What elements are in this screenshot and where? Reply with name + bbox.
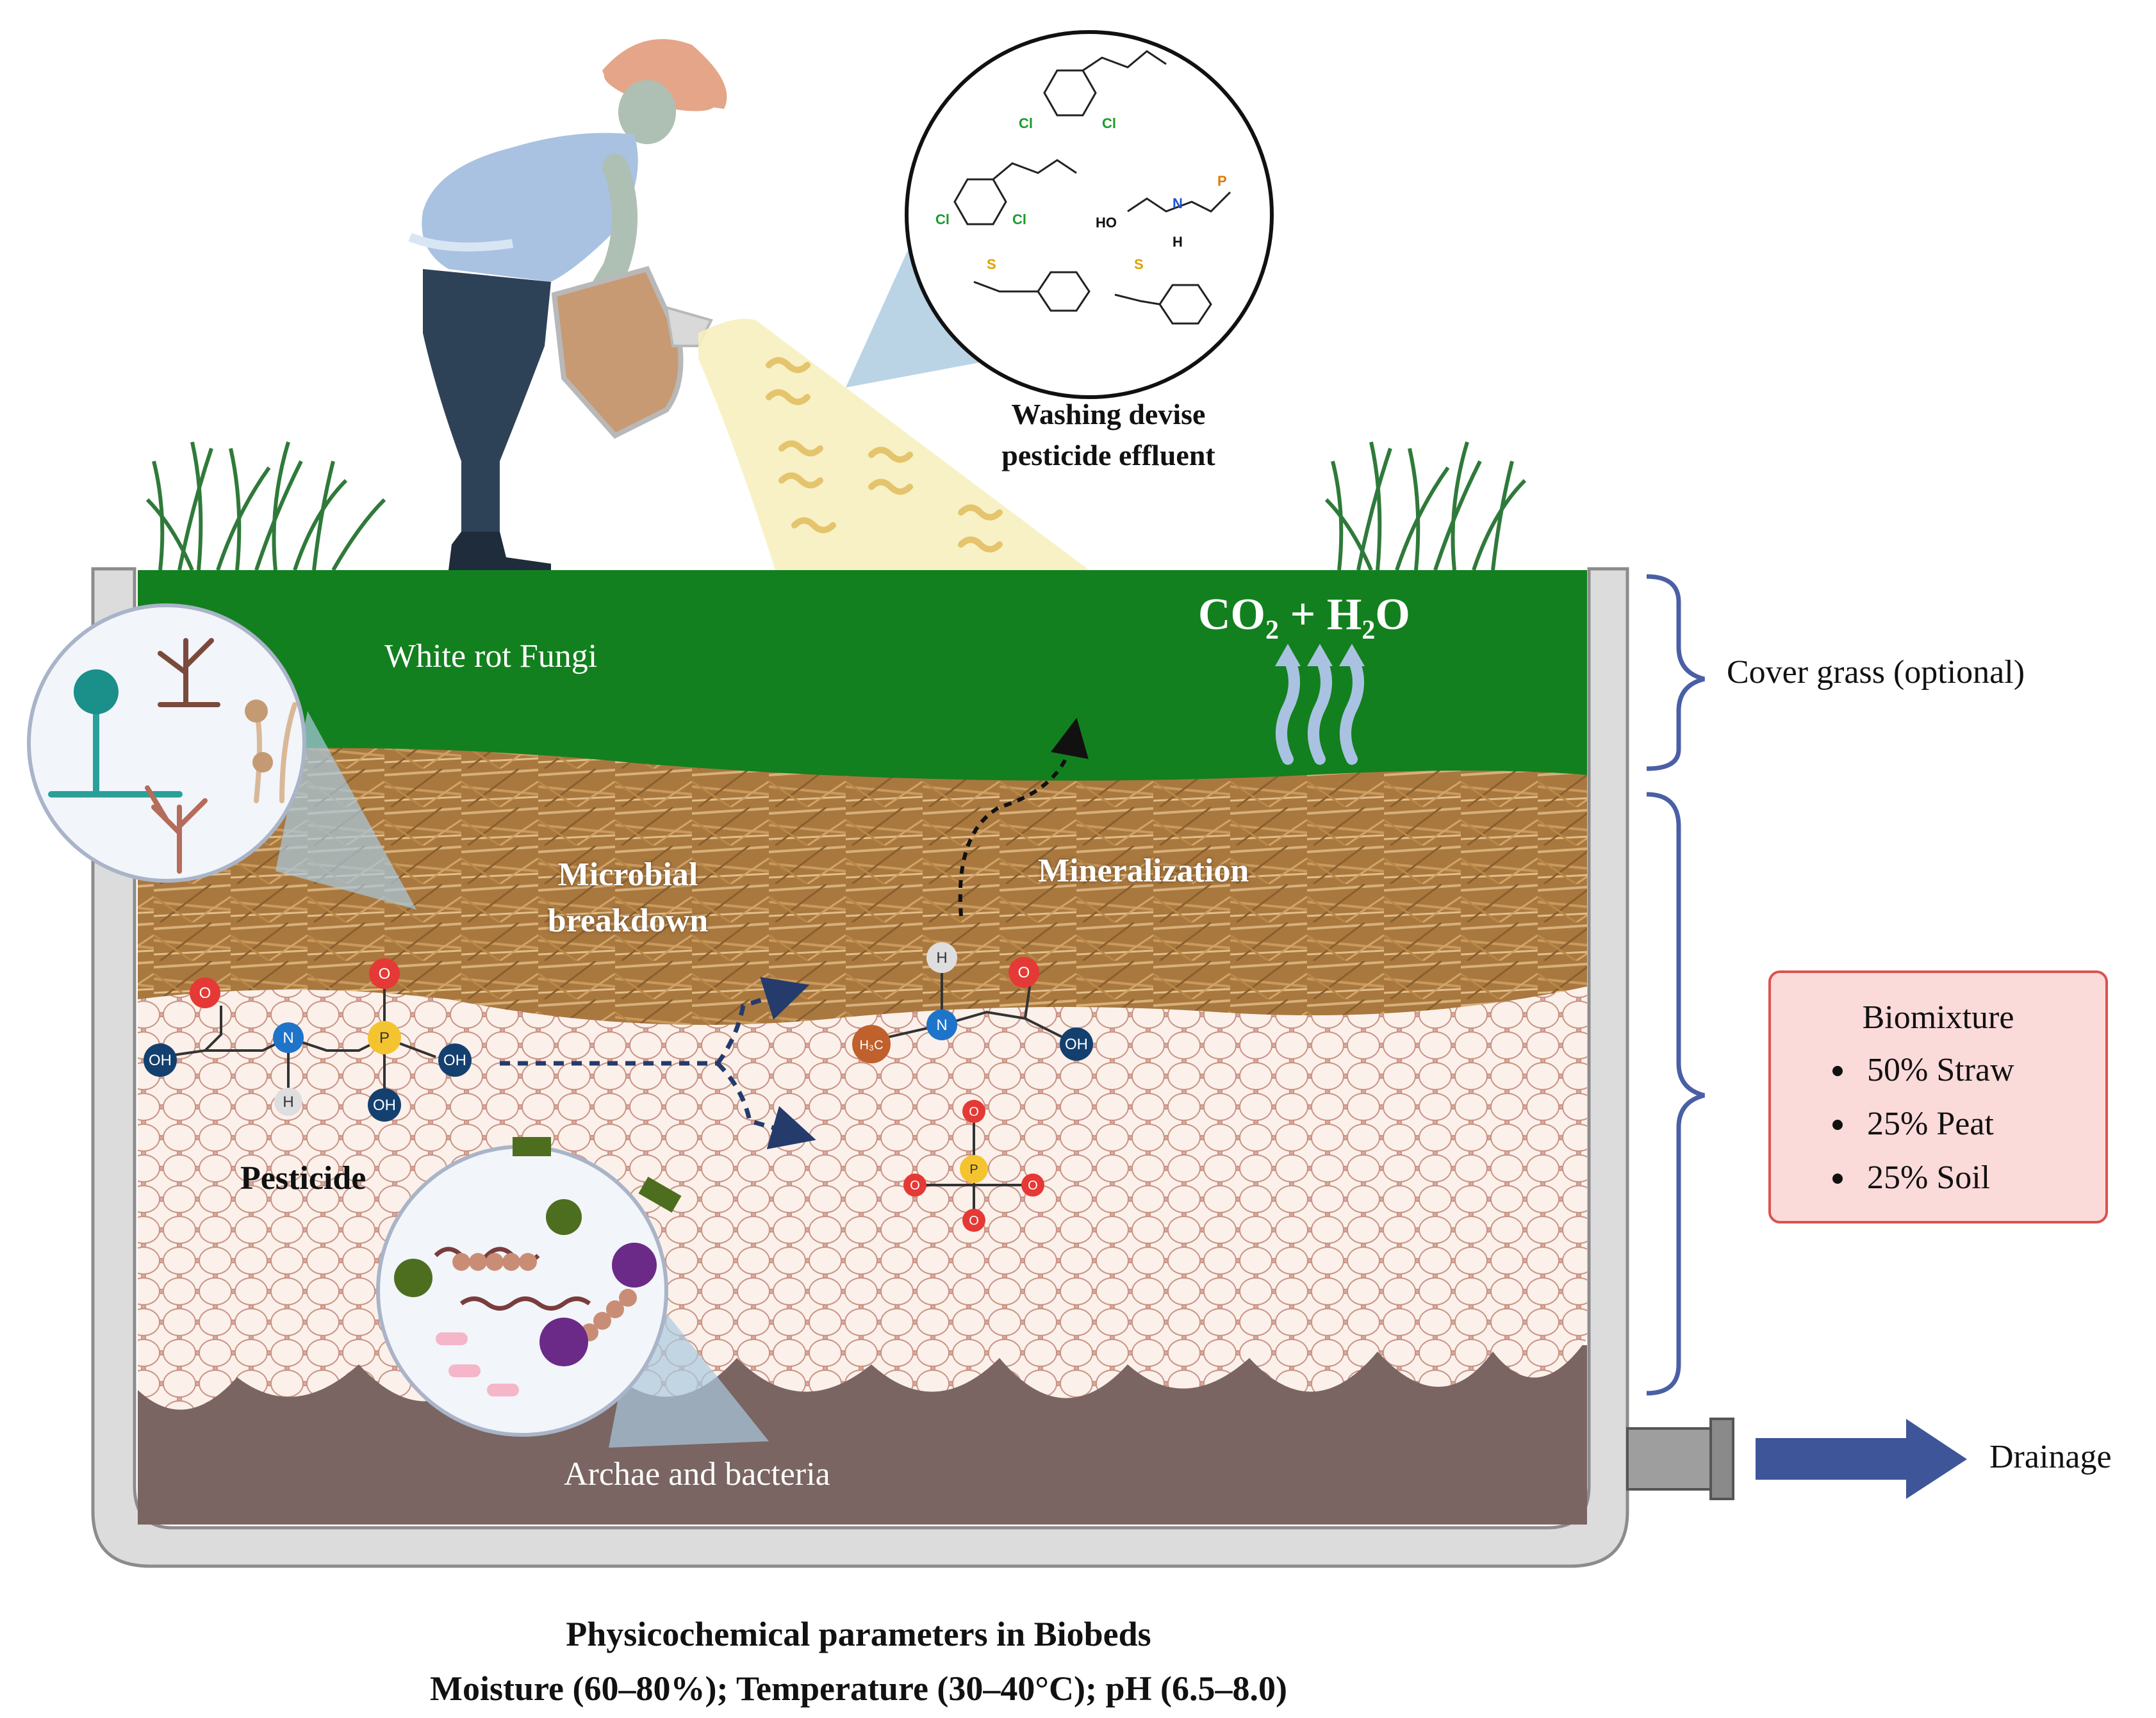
svg-text:N: N xyxy=(1173,195,1183,211)
svg-text:OH: OH xyxy=(443,1052,466,1069)
phosphate-molecule: P O O O O xyxy=(903,1100,1044,1232)
svg-text:O: O xyxy=(969,1214,979,1228)
washing-label: Washing devise pesticide effluent xyxy=(1001,398,1215,471)
svg-text:P: P xyxy=(1217,173,1227,189)
effluent-molecules-circle xyxy=(905,30,1274,399)
svg-text:P: P xyxy=(379,1029,390,1047)
biomixture-list: 50% Straw 25% Peat 25% Soil xyxy=(1829,1043,2014,1205)
drainage-label: Drainage xyxy=(1989,1439,2112,1475)
svg-text:Cl: Cl xyxy=(935,211,950,227)
bacteria-illustrations xyxy=(394,1137,682,1396)
svg-text:O: O xyxy=(910,1179,920,1193)
soil-layer xyxy=(138,1345,1587,1525)
svg-text:OH: OH xyxy=(1065,1036,1088,1053)
svg-text:O: O xyxy=(379,965,391,983)
svg-text:Cl: Cl xyxy=(1012,211,1026,227)
svg-text:O: O xyxy=(1028,1179,1038,1193)
mineralization-label: Mineralization xyxy=(1038,853,1249,889)
effluent-atom-labels: Cl Cl Cl Cl HO N H P S S xyxy=(935,115,1227,272)
gas-release-arrows xyxy=(1276,651,1364,765)
microbial-breakdown-label: Microbial breakdown xyxy=(547,856,709,939)
biomixture-item-peat: 25% Peat xyxy=(1829,1097,2014,1151)
svg-text:Cl: Cl xyxy=(1102,115,1116,131)
fungi-zoom-cone xyxy=(276,711,416,910)
archae-bacteria-label: Archae and bacteria xyxy=(564,1456,830,1493)
drainage-pipe xyxy=(1626,1418,1734,1500)
biomixture-item-soil: 25% Soil xyxy=(1829,1151,2014,1205)
fungi-illustrations xyxy=(48,638,297,874)
svg-text:N: N xyxy=(283,1029,293,1047)
svg-text:OH: OH xyxy=(149,1052,172,1069)
svg-text:O: O xyxy=(1018,964,1030,981)
svg-text:HO: HO xyxy=(1096,215,1117,231)
farmer-figure xyxy=(408,39,727,570)
white-rot-fungi-label: White rot Fungi xyxy=(384,638,598,675)
physicochemical-values: Moisture (60–80%); Temperature (30–40°C)… xyxy=(430,1669,1287,1708)
svg-text:OH: OH xyxy=(373,1097,396,1114)
pesticide-label: Pesticide xyxy=(240,1160,366,1197)
biomixture-bracket xyxy=(1646,792,1705,1396)
spray-waves xyxy=(766,357,1003,553)
grass-tuft-left xyxy=(145,441,386,571)
intermediate-molecule-atoms: H N H₃C O OH xyxy=(852,942,1093,1063)
fungi-circle xyxy=(27,603,306,883)
gas-arrow-heads xyxy=(1275,644,1365,666)
effluent-molecule-structures xyxy=(953,50,1231,325)
physicochemical-title: Physicochemical parameters in Biobeds xyxy=(566,1615,1151,1653)
co2-h2o-label: CO2 + H2O xyxy=(1198,590,1410,645)
grass-tuft-right xyxy=(1324,441,1527,571)
grass-layer xyxy=(138,570,1587,781)
pesticide-molecule-atoms: O OH N H P O OH OH xyxy=(144,958,472,1122)
biomixture-box: Biomixture 50% Straw 25% Peat 25% Soil xyxy=(1768,970,2108,1223)
cover-grass-bracket xyxy=(1646,574,1705,771)
svg-text:H: H xyxy=(283,1093,293,1111)
svg-text:N: N xyxy=(936,1017,947,1034)
biomixture-title: Biomixture xyxy=(1862,999,2014,1036)
svg-text:Cl: Cl xyxy=(1019,115,1033,131)
pesticide-spray xyxy=(698,318,1089,570)
mineralization-arrow xyxy=(958,717,1089,917)
cover-grass-label: Cover grass (optional) xyxy=(1727,654,2025,691)
biomixture-item-straw: 50% Straw xyxy=(1829,1043,2014,1097)
svg-text:S: S xyxy=(1134,256,1144,272)
svg-text:H: H xyxy=(936,949,947,967)
svg-text:P: P xyxy=(969,1163,978,1177)
straw-layer xyxy=(138,746,1587,1025)
drainage-arrow xyxy=(1756,1419,1967,1499)
svg-text:O: O xyxy=(199,985,211,1002)
svg-text:S: S xyxy=(987,256,996,272)
degradation-pathway-arrows xyxy=(500,977,816,1150)
svg-text:H₃C: H₃C xyxy=(859,1038,883,1052)
svg-text:H: H xyxy=(1173,234,1183,250)
svg-text:O: O xyxy=(969,1105,979,1119)
